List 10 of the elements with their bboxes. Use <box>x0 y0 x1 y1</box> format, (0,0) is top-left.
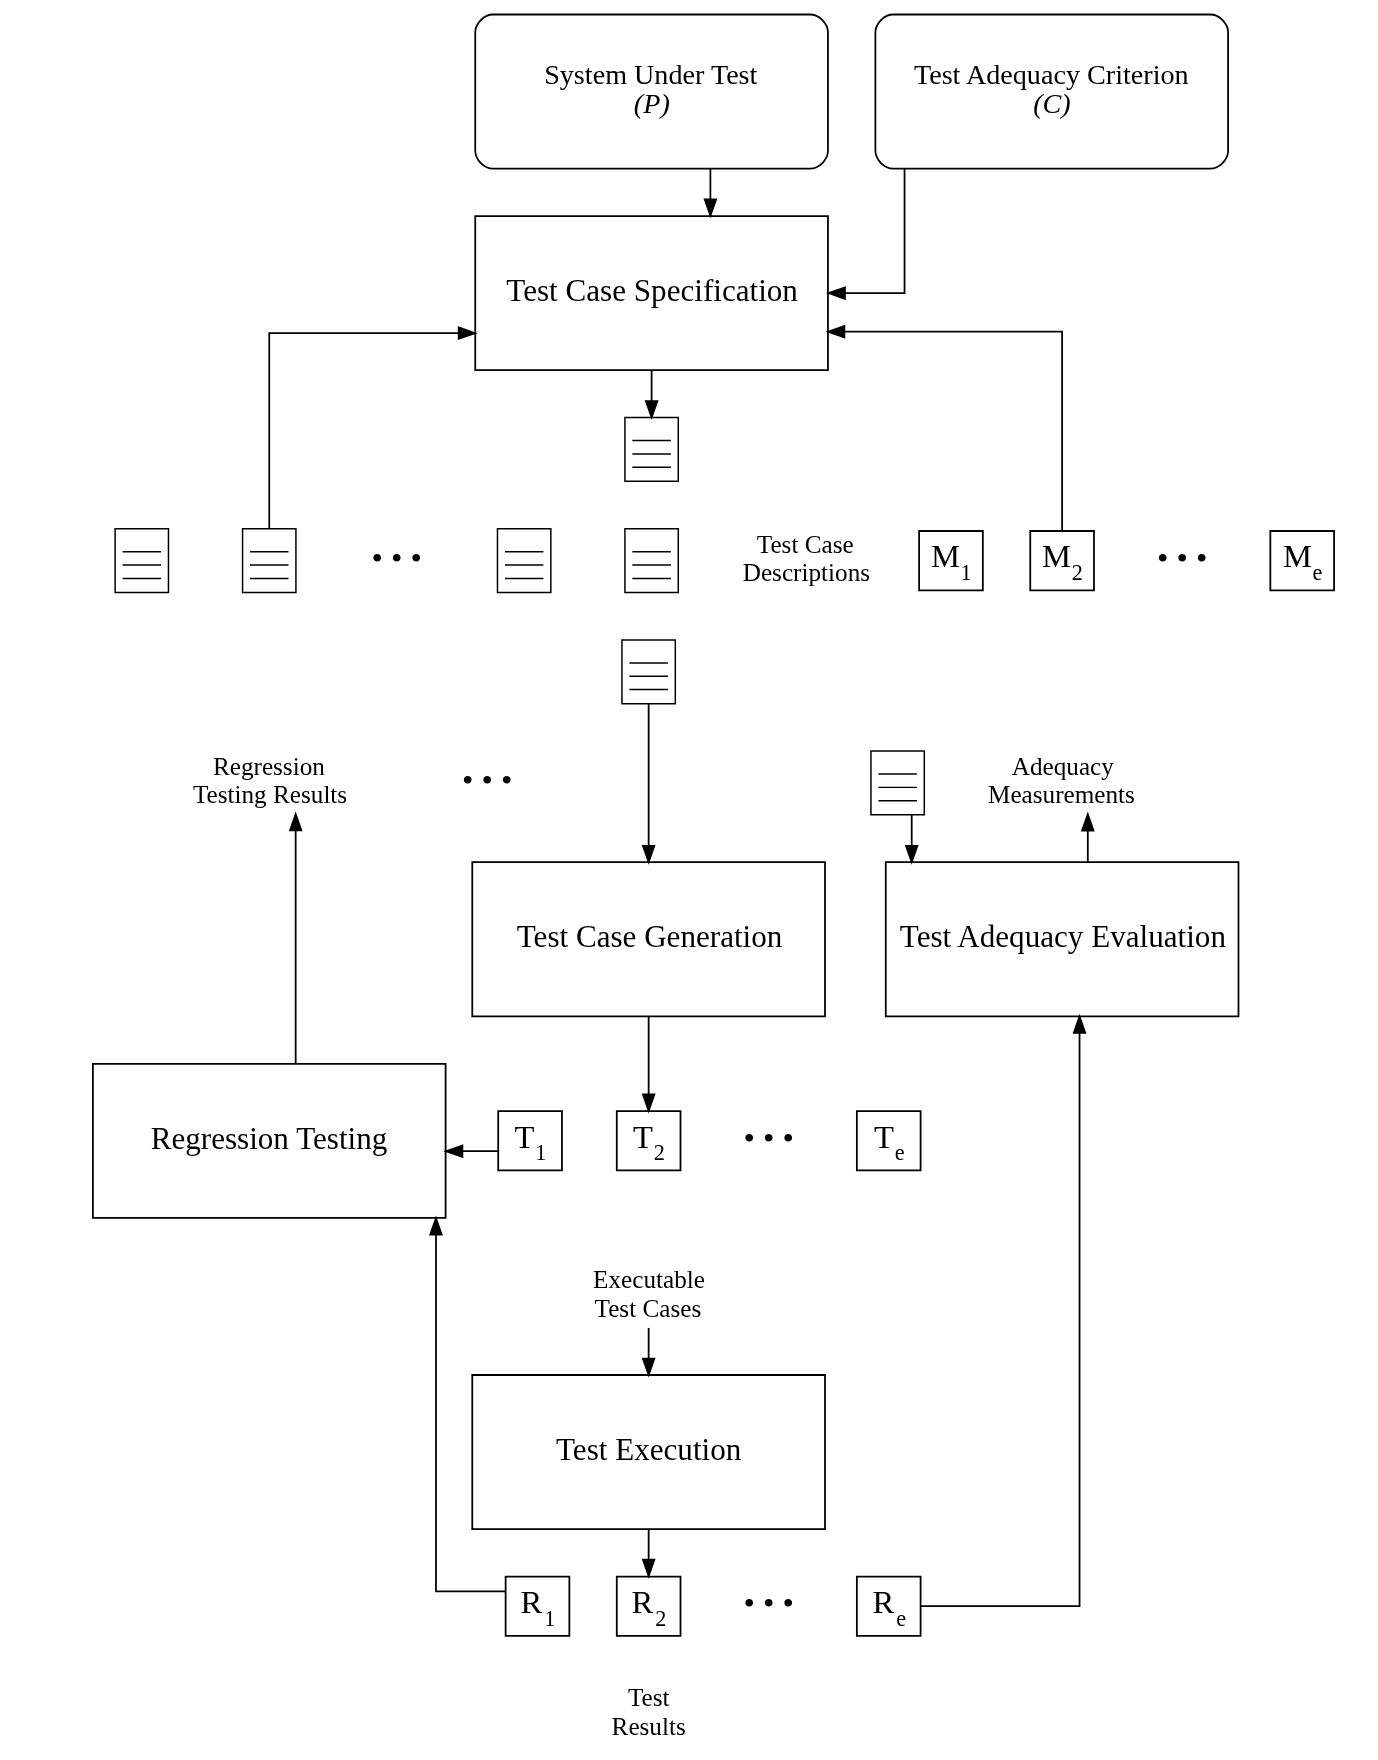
label: • • • <box>742 1585 794 1622</box>
label: • • • <box>742 1120 794 1157</box>
node-text: Executable Test Cases <box>592 1266 705 1322</box>
label: • • • <box>371 539 422 576</box>
node-label: Test Case Descriptions <box>742 530 870 586</box>
node-text: Adequacy Measurements <box>987 752 1135 809</box>
label: • • • <box>461 762 512 799</box>
node-text: Regression Testing Results <box>192 752 347 809</box>
label: • • • <box>1156 539 1207 576</box>
node-label: Test Results <box>611 1684 686 1740</box>
